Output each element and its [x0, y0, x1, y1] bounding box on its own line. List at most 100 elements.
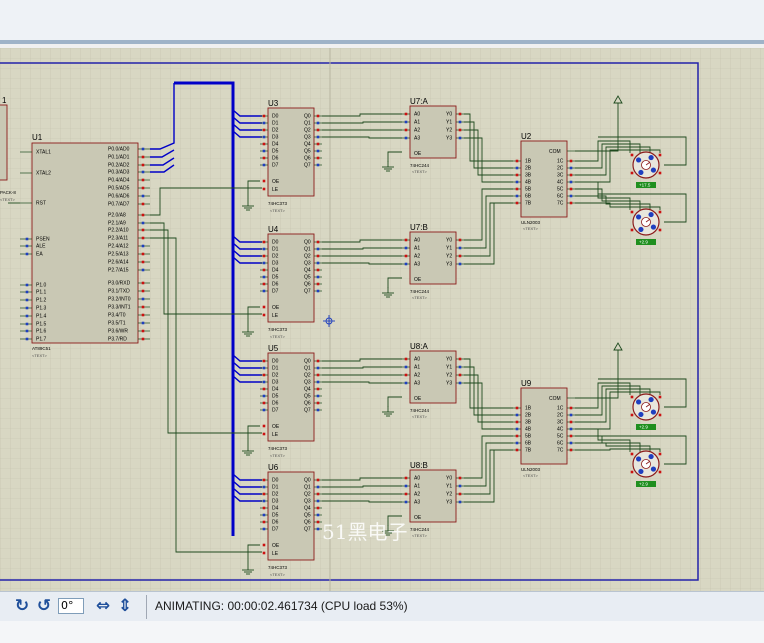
motor-coil — [635, 157, 642, 163]
pin-state-indicator — [458, 500, 462, 504]
motor-coil — [635, 399, 642, 405]
schematic-drawing: 1PACK-8<TEXT>U1AT89C51<TEXT>XTAL1XTAL2RS… — [0, 48, 764, 591]
bus-tap — [232, 473, 262, 481]
driver-to-motor-wire — [575, 428, 631, 452]
u1-left-pin-label: P1.0 — [36, 283, 47, 289]
pin-state-indicator — [316, 240, 320, 244]
watermark-text: 51黑电子 — [322, 520, 407, 544]
latch-output-label: Q2 — [304, 492, 311, 498]
pin-state-indicator — [316, 128, 320, 132]
pin-state-indicator — [316, 527, 320, 531]
pin-state-indicator — [569, 427, 573, 431]
driver-output-label: 2C — [557, 413, 564, 419]
pin-state-indicator — [262, 121, 266, 125]
u1-right-pin-label: P0.1/AD1 — [108, 155, 130, 161]
u1-left-pin-label: P1.7 — [36, 337, 47, 343]
u1-right-pin-label: P0.5/AD5 — [108, 186, 130, 192]
pin-state-indicator — [569, 194, 573, 198]
bus-tap — [232, 494, 262, 502]
buffer-input-label: A0 — [414, 112, 420, 118]
buffer-oe-label: OE — [414, 277, 422, 283]
pin-state-indicator — [658, 171, 662, 175]
latch-oe-label: OE — [272, 305, 280, 311]
u1-text-label: <TEXT> — [32, 353, 48, 358]
u1-left-pin-label: P1.1 — [36, 290, 47, 296]
latch-input-label: D4 — [272, 142, 279, 148]
pin-state-indicator — [262, 187, 266, 191]
pin-state-indicator — [569, 420, 573, 424]
pin-state-indicator — [262, 380, 266, 384]
pin-state-indicator — [404, 381, 408, 385]
pin-state-indicator — [262, 424, 266, 428]
pin-state-indicator — [515, 441, 519, 445]
window-top-area — [0, 0, 764, 44]
buffer-output-label: Y2 — [446, 128, 452, 134]
mirror-horizontal-icon[interactable]: ⇔ — [95, 596, 111, 616]
latch-part-label: 74HC373 — [268, 446, 288, 451]
motor-coil — [635, 456, 642, 462]
pin-state-indicator — [262, 478, 266, 482]
driver-output-label: 1C — [557, 159, 564, 165]
pin-state-indicator — [141, 337, 145, 341]
u1-left-pin-label: RST — [36, 201, 46, 207]
latch-output-label: Q4 — [304, 387, 311, 393]
motor-coil — [650, 224, 657, 230]
rotation-input[interactable]: 0° — [58, 598, 84, 614]
pin-state-indicator — [458, 246, 462, 250]
pin-state-indicator — [515, 420, 519, 424]
pin-state-indicator — [658, 153, 662, 157]
pin-state-indicator — [262, 513, 266, 517]
buffer-output-label: Y2 — [446, 254, 452, 260]
pin-state-indicator — [404, 254, 408, 258]
buffer-to-driver-wire — [464, 358, 513, 409]
pin-state-indicator — [404, 112, 408, 116]
pin-state-indicator — [141, 213, 145, 217]
buffer-input-label: A0 — [414, 357, 420, 363]
u1-right-pin-label: P2.0/A8 — [108, 213, 126, 219]
motor-value-label: +2.9 — [639, 425, 648, 430]
latch-input-label: D6 — [272, 401, 279, 407]
pin-state-indicator — [316, 506, 320, 510]
motor-rotor-marker — [645, 461, 650, 465]
pin-state-indicator — [569, 441, 573, 445]
latch-to-buffer-wire — [322, 121, 402, 124]
pin-state-indicator — [141, 329, 145, 333]
bus-tap — [232, 487, 262, 495]
rotate-cw-icon[interactable]: ↻ — [14, 596, 30, 616]
latch-ref-label: U4 — [268, 225, 279, 234]
u1-right-pin-label: P3.6/WR — [108, 329, 128, 335]
motor-value-label: +2.9 — [639, 240, 648, 245]
pin-state-indicator — [316, 387, 320, 391]
ground-symbol — [382, 406, 394, 417]
latch-text-label: <TEXT> — [270, 334, 286, 339]
pin-state-indicator — [515, 406, 519, 410]
rotate-ccw-icon[interactable]: ↺ — [36, 596, 52, 616]
latch-text-label: <TEXT> — [270, 572, 286, 577]
pin-state-indicator — [316, 261, 320, 265]
buffer-output-label: Y1 — [446, 246, 452, 252]
pin-state-indicator — [316, 380, 320, 384]
motor-coil — [650, 466, 657, 472]
pin-state-indicator — [262, 149, 266, 153]
pin-state-indicator — [515, 166, 519, 170]
bus-entry — [150, 149, 175, 158]
driver-input-label: 2B — [525, 413, 532, 419]
latch-input-label: D7 — [272, 408, 279, 414]
driver-output-label: 6C — [557, 194, 564, 200]
mirror-vertical-icon[interactable]: ⇕ — [117, 596, 133, 616]
pin-state-indicator — [569, 173, 573, 177]
u1-left-pin-label: PSEN — [36, 237, 50, 243]
motor-coil — [648, 154, 654, 161]
pin-state-indicator — [262, 387, 266, 391]
pin-state-indicator — [404, 238, 408, 242]
pin-state-indicator — [458, 238, 462, 242]
pin-state-indicator — [569, 413, 573, 417]
latch-output-label: Q6 — [304, 401, 311, 407]
latch-to-buffer-wire — [322, 381, 402, 384]
animation-status-text: ANIMATING: 00:00:02.461734 (CPU load 53%… — [155, 599, 408, 613]
buffer-chip-body — [409, 231, 457, 285]
com-rail-wire — [575, 350, 619, 399]
motor-coil — [648, 453, 654, 460]
latch-to-buffer-wire — [322, 113, 402, 117]
